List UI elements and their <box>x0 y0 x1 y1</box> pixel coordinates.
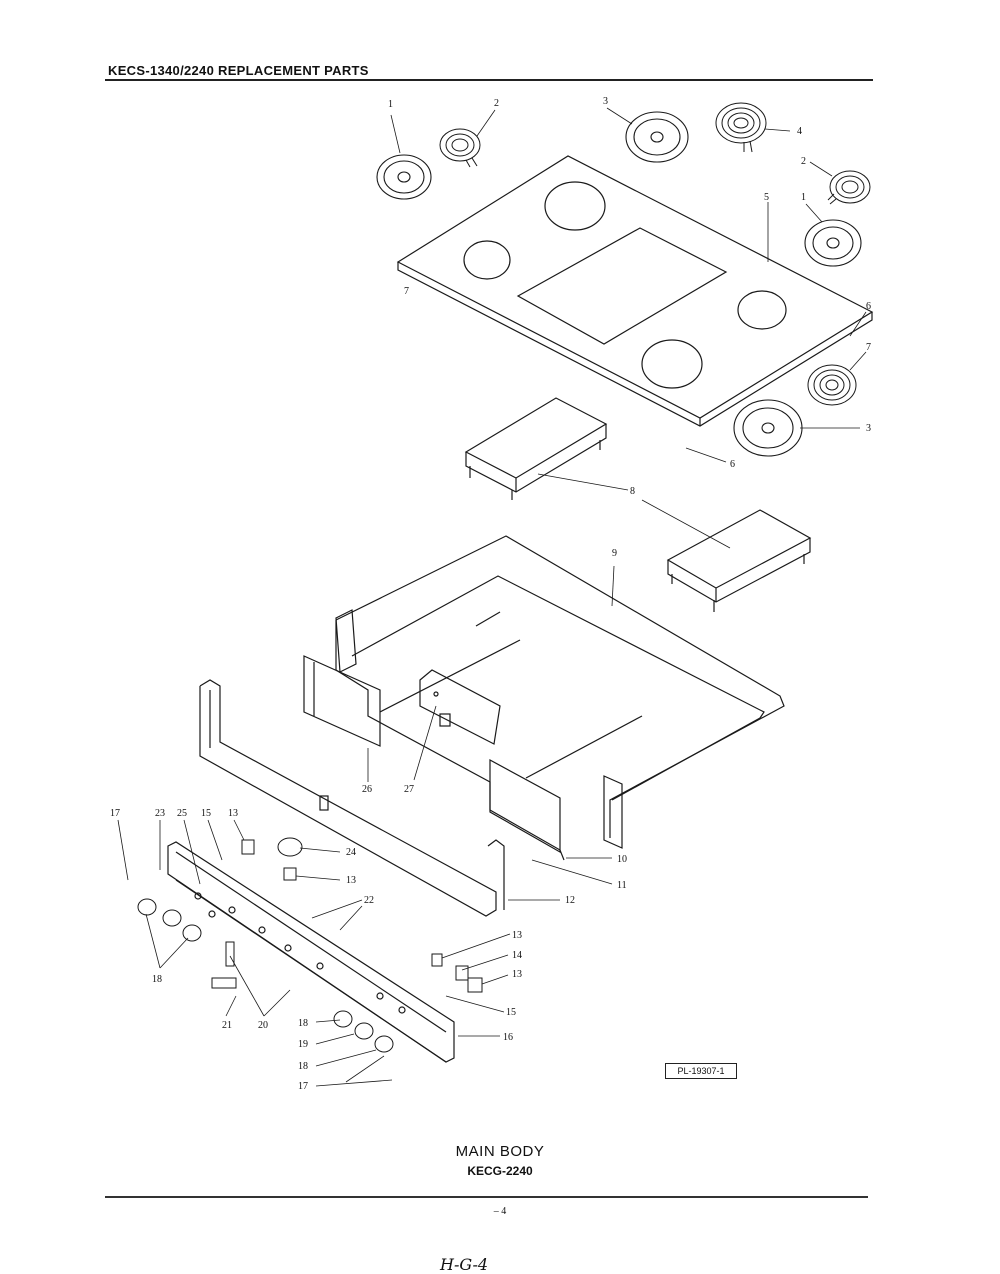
callout-label: 11 <box>617 880 627 891</box>
heating-element <box>439 128 481 168</box>
callout-label: 9 <box>612 548 617 559</box>
callout-label: 25 <box>177 808 187 819</box>
callout-label: 1 <box>801 192 806 203</box>
callout-label: 27 <box>404 784 414 795</box>
header-rule <box>105 79 873 81</box>
callout-label: 8 <box>630 486 635 497</box>
callout-label: 12 <box>565 895 575 906</box>
callout-label: 17 <box>110 808 120 819</box>
callout-label: 6 <box>730 459 735 470</box>
callout-label: 18 <box>152 974 162 985</box>
callout-label: 19 <box>298 1039 308 1050</box>
cooktop-hole <box>544 181 606 231</box>
caption-title: MAIN BODY <box>455 1143 545 1160</box>
page-header-title: KECS-1340/2240 REPLACEMENT PARTS <box>108 63 369 78</box>
cooktop-hole <box>463 240 511 280</box>
callout-label: 3 <box>866 423 871 434</box>
callout-label: 13 <box>512 930 522 941</box>
leader-lines <box>117 107 867 1087</box>
callout-label: 13 <box>228 808 238 819</box>
callout-label: 20 <box>258 1020 268 1031</box>
cooktop-hole <box>737 290 787 330</box>
control-knob <box>137 898 394 1053</box>
callout-label: 15 <box>201 808 211 819</box>
handwritten-note: H-G-4 <box>440 1255 489 1274</box>
drip-pan <box>376 154 432 200</box>
callout-label: 5 <box>764 192 769 203</box>
drip-pan <box>804 219 862 267</box>
switch <box>211 837 483 993</box>
drip-pan <box>733 399 803 457</box>
callout-label: 4 <box>797 126 802 137</box>
heating-element <box>827 170 871 205</box>
heating-element <box>715 102 767 153</box>
callout-label: 24 <box>346 847 356 858</box>
burner-box <box>464 397 608 500</box>
callout-label: 17 <box>298 1081 308 1092</box>
callout-label: 6 <box>866 301 871 312</box>
callout-label: 18 <box>298 1018 308 1029</box>
callout-label: 26 <box>362 784 372 795</box>
cooktop-window <box>516 227 728 345</box>
reference-code: PL-19307-1 <box>665 1063 737 1079</box>
cooktop-panel <box>396 155 874 427</box>
heating-element <box>807 364 857 406</box>
burner-box <box>666 509 812 612</box>
drip-pan <box>625 111 689 163</box>
callout-label: 14 <box>512 950 522 961</box>
caption-model: KECG-2240 <box>467 1164 533 1178</box>
callout-label: 21 <box>222 1020 232 1031</box>
callout-label: 18 <box>298 1061 308 1072</box>
callout-label: 13 <box>346 875 356 886</box>
callout-label: 2 <box>494 98 499 109</box>
callout-label: 10 <box>617 854 627 865</box>
footer-rule <box>105 1196 868 1198</box>
side-bracket <box>303 655 381 747</box>
callout-label: 2 <box>801 156 806 167</box>
page-number: – 4 <box>493 1206 507 1217</box>
callout-label: 1 <box>388 99 393 110</box>
callout-label: 23 <box>155 808 165 819</box>
callout-label: 22 <box>364 895 374 906</box>
callout-label: 16 <box>503 1032 513 1043</box>
callout-label: 13 <box>512 969 522 980</box>
center-bracket <box>419 669 501 745</box>
callout-label: 3 <box>603 96 608 107</box>
callout-label: 15 <box>506 1007 516 1018</box>
callout-label: 7 <box>404 286 409 297</box>
callout-label: 7 <box>866 342 871 353</box>
cooktop-hole <box>641 339 703 389</box>
main-body-tray <box>335 535 785 861</box>
callout-labels: 1 2 3 4 2 5 1 6 7 3 6 8 9 10 11 12 13 13… <box>110 96 871 1092</box>
control-panel <box>167 841 455 1063</box>
front-rail <box>199 679 505 917</box>
